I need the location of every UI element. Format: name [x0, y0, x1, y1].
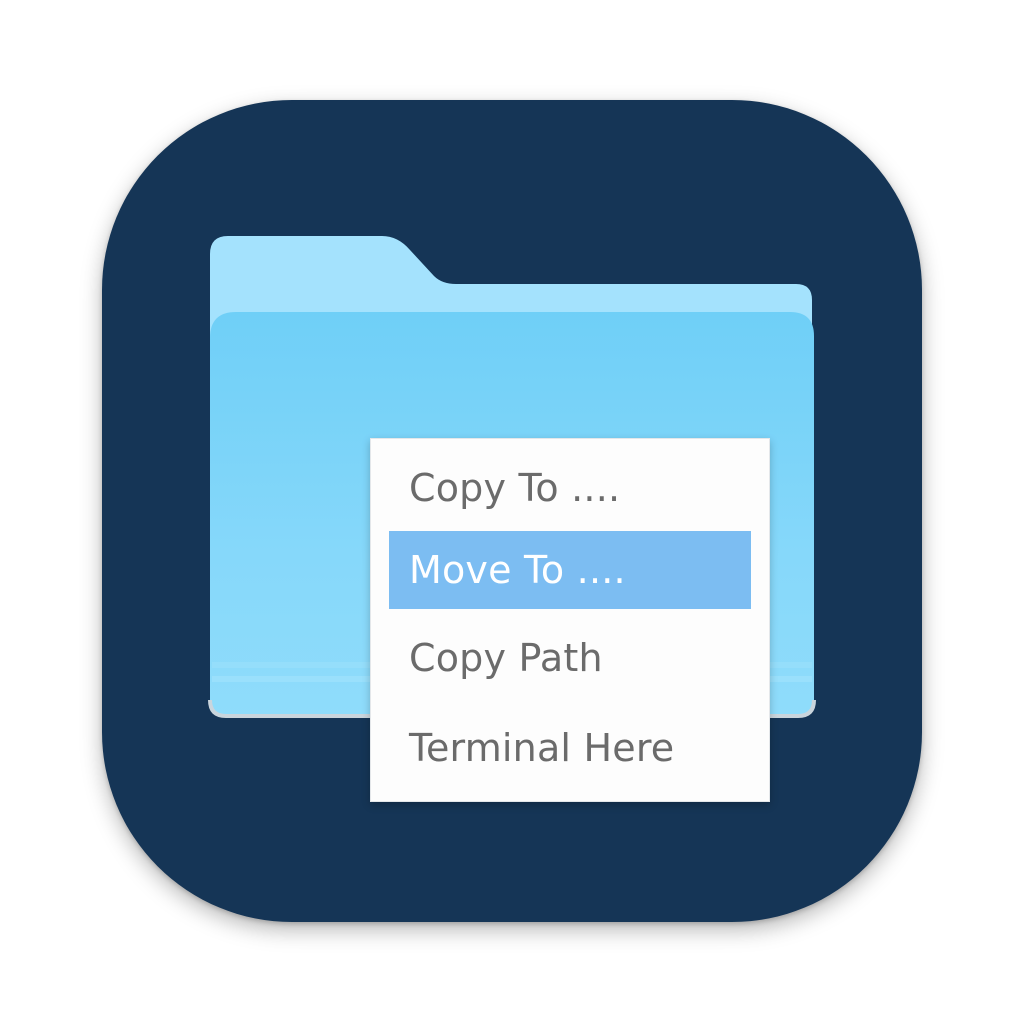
- menu-item-copy-path[interactable]: Copy Path: [409, 636, 603, 680]
- context-menu: Copy To .... Move To .... Copy Path Term…: [370, 438, 770, 802]
- menu-item-move-to[interactable]: Move To ....: [389, 531, 751, 609]
- menu-item-copy-to[interactable]: Copy To ....: [409, 466, 621, 510]
- menu-item-terminal-here[interactable]: Terminal Here: [409, 726, 675, 770]
